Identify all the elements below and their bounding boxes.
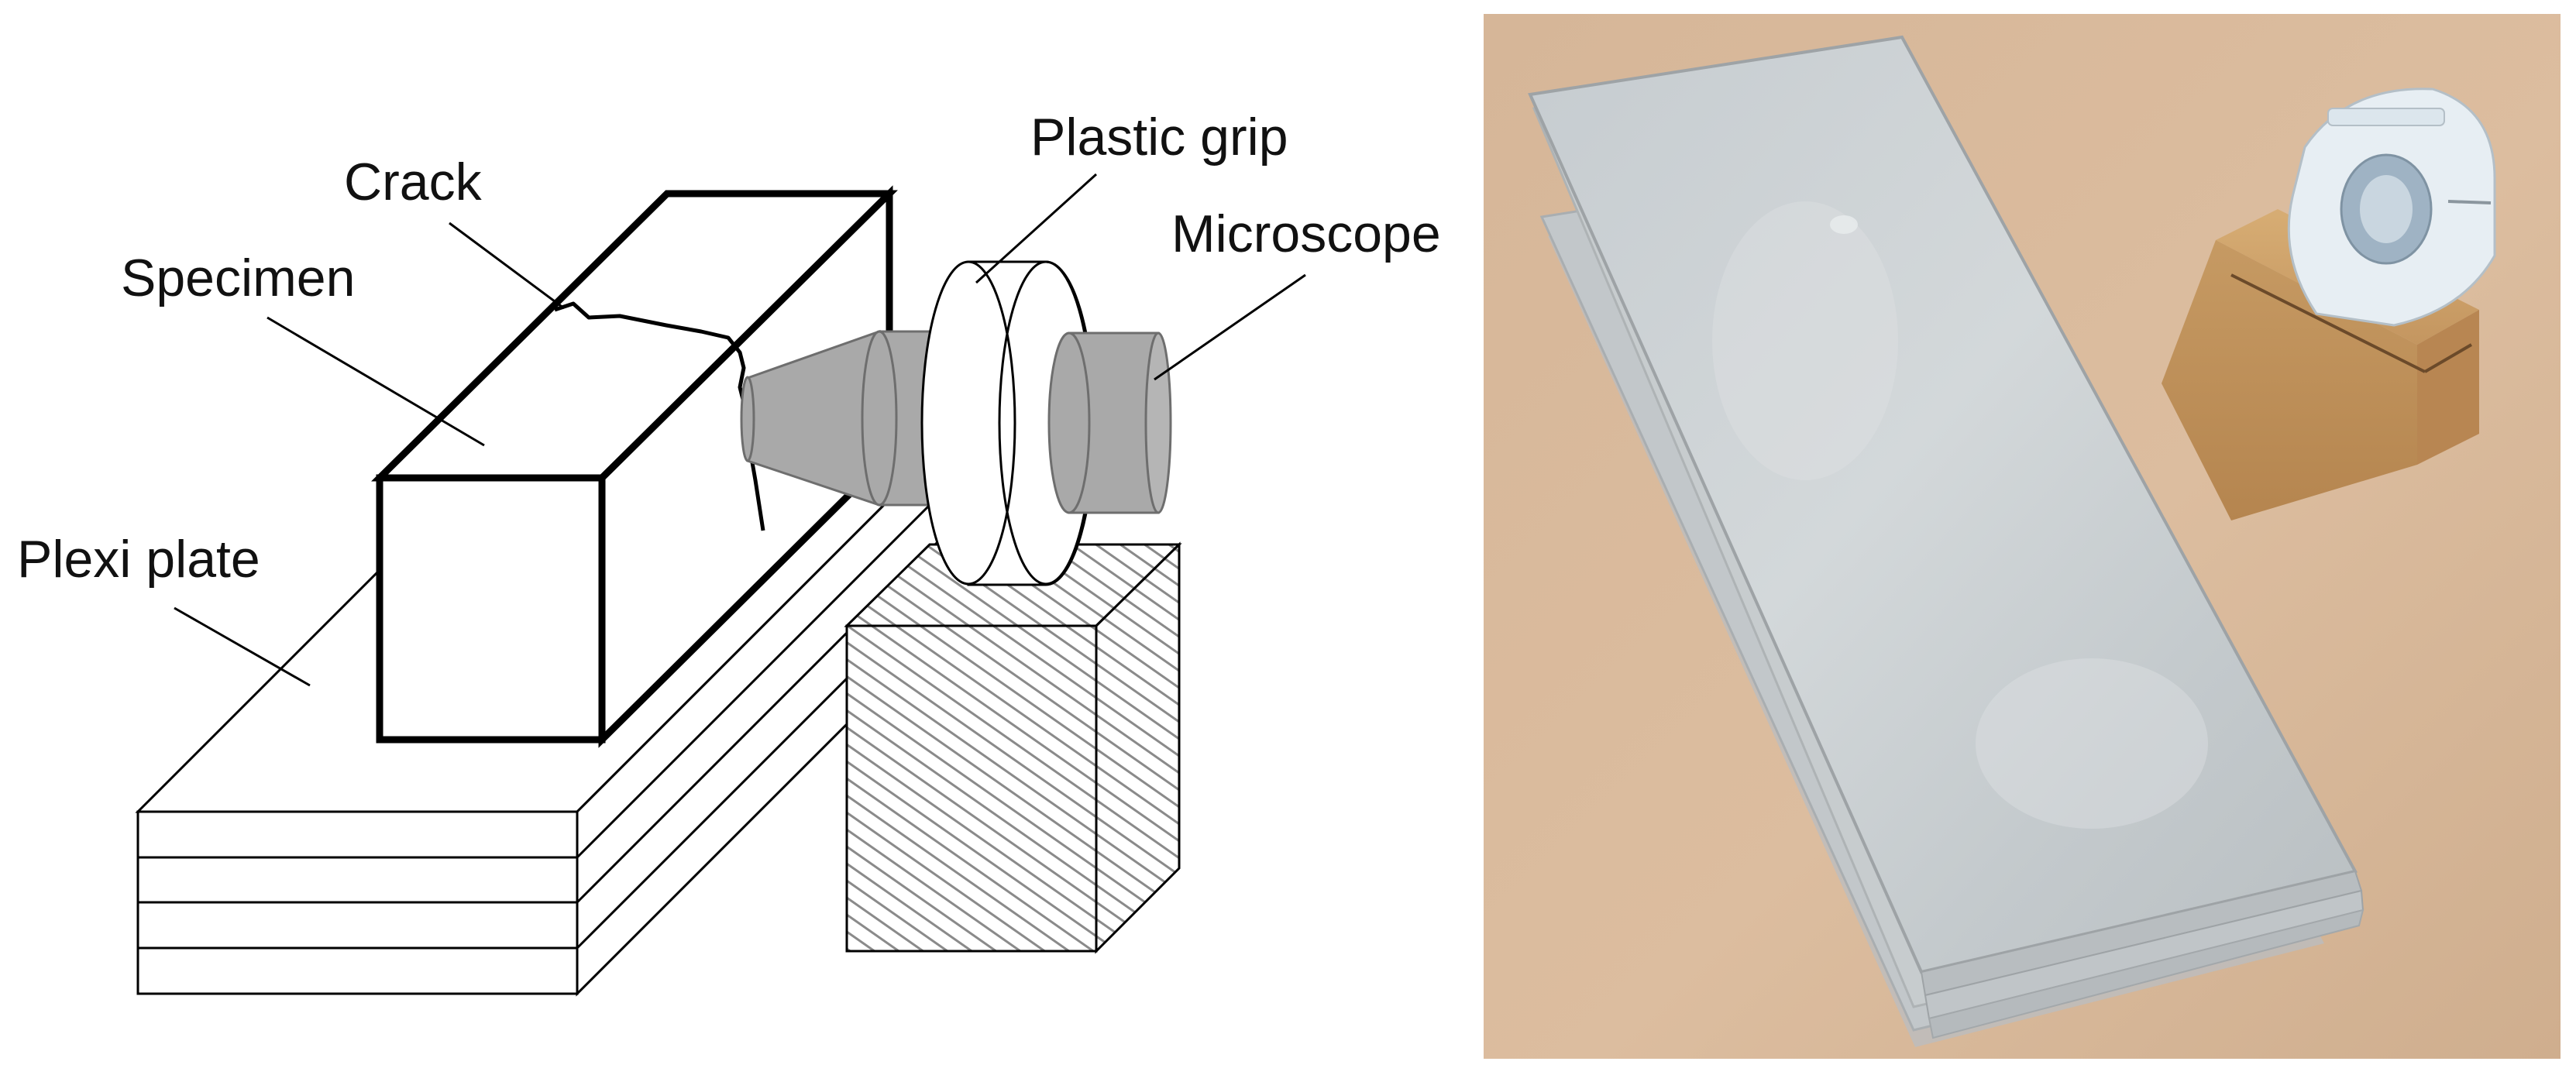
wood-block-front	[2162, 240, 2417, 520]
label-microscope: Microscope	[1171, 204, 1441, 263]
microscope-assembly	[740, 329, 947, 507]
plastic-grip-photo	[2287, 88, 2496, 327]
leader-lines	[174, 173, 1306, 687]
leader-microscope	[1154, 273, 1306, 381]
specimen-box	[371, 185, 898, 748]
leader-plastic-grip	[975, 173, 1098, 284]
leader-specimen	[267, 316, 485, 447]
label-specimen: Specimen	[121, 249, 355, 307]
label-plexi-plate: Plexi plate	[17, 530, 260, 589]
leader-crack	[449, 222, 565, 310]
microscope-rear-body	[1047, 331, 1172, 514]
leader-plexi-plate	[174, 606, 311, 687]
plexi-plate-stack-photo	[1528, 35, 2364, 1047]
label-plastic-grip: Plastic grip	[1030, 108, 1288, 167]
label-crack: Crack	[344, 153, 483, 211]
support-front-face	[845, 624, 1098, 953]
support-block	[844, 541, 1182, 954]
schematic-diagram: Crack Specimen Plexi plate Plastic grip …	[17, 108, 1441, 997]
setup-photograph	[1484, 14, 2561, 1059]
plastic-grip-front	[920, 260, 1016, 586]
specimen-front-face	[376, 474, 606, 744]
